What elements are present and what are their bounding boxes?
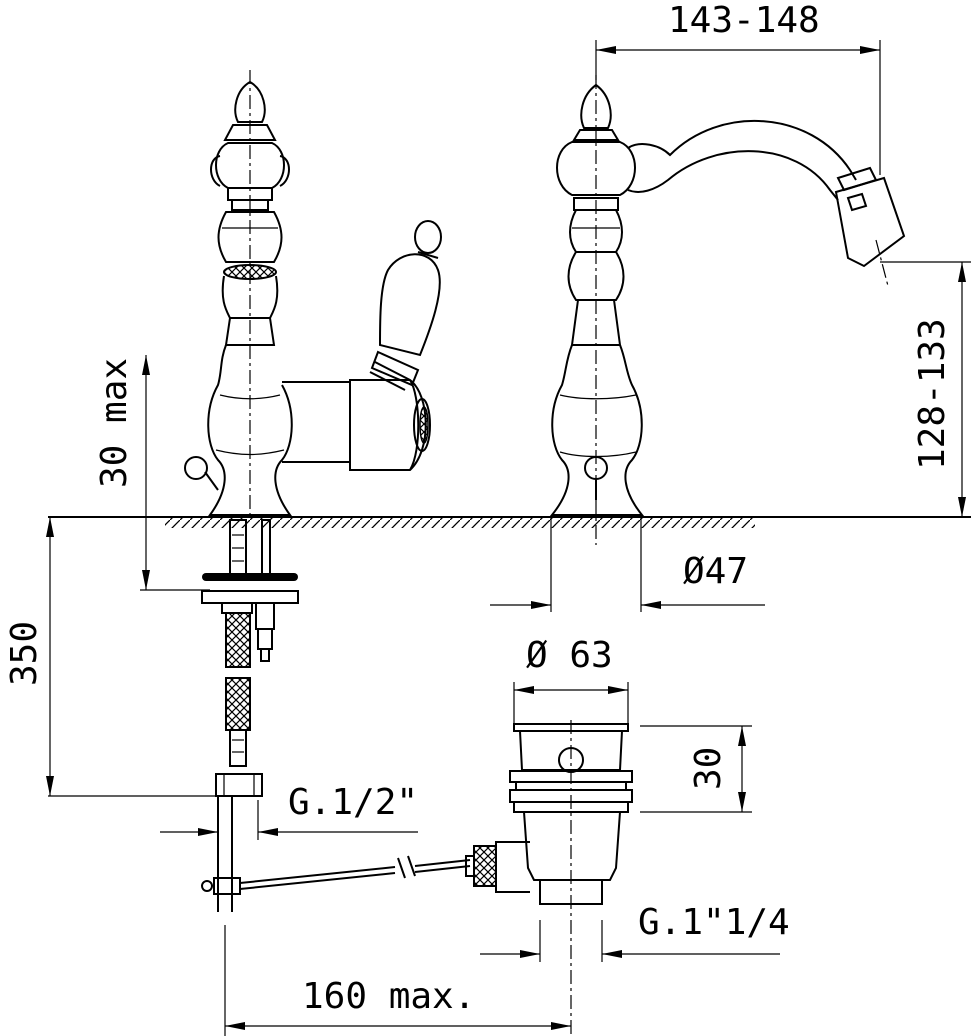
mixer-front-view <box>184 70 442 520</box>
waste-diameter-label: Ø 63 <box>526 635 613 676</box>
deck-thickness-label: 30 max <box>94 358 135 488</box>
pop-up-rod <box>239 855 471 890</box>
spout-height-label: 128-133 <box>912 318 953 470</box>
countertop <box>48 516 971 591</box>
hose-length-label: 350 <box>4 621 45 686</box>
mixer-side-view <box>549 75 906 545</box>
waste-thread-label: G.1"1/4 <box>638 902 790 943</box>
waste-height-label: 30 <box>688 747 729 790</box>
dimension-lines <box>46 40 971 1036</box>
spout-reach-label: 143-148 <box>668 0 820 41</box>
rod-length-label: 160 max. <box>302 976 475 1017</box>
hose-thread-label: G.1/2" <box>288 782 418 823</box>
fixing-assembly <box>201 519 299 912</box>
base-diameter-label: Ø47 <box>683 551 748 592</box>
waste-assembly <box>465 720 633 1036</box>
